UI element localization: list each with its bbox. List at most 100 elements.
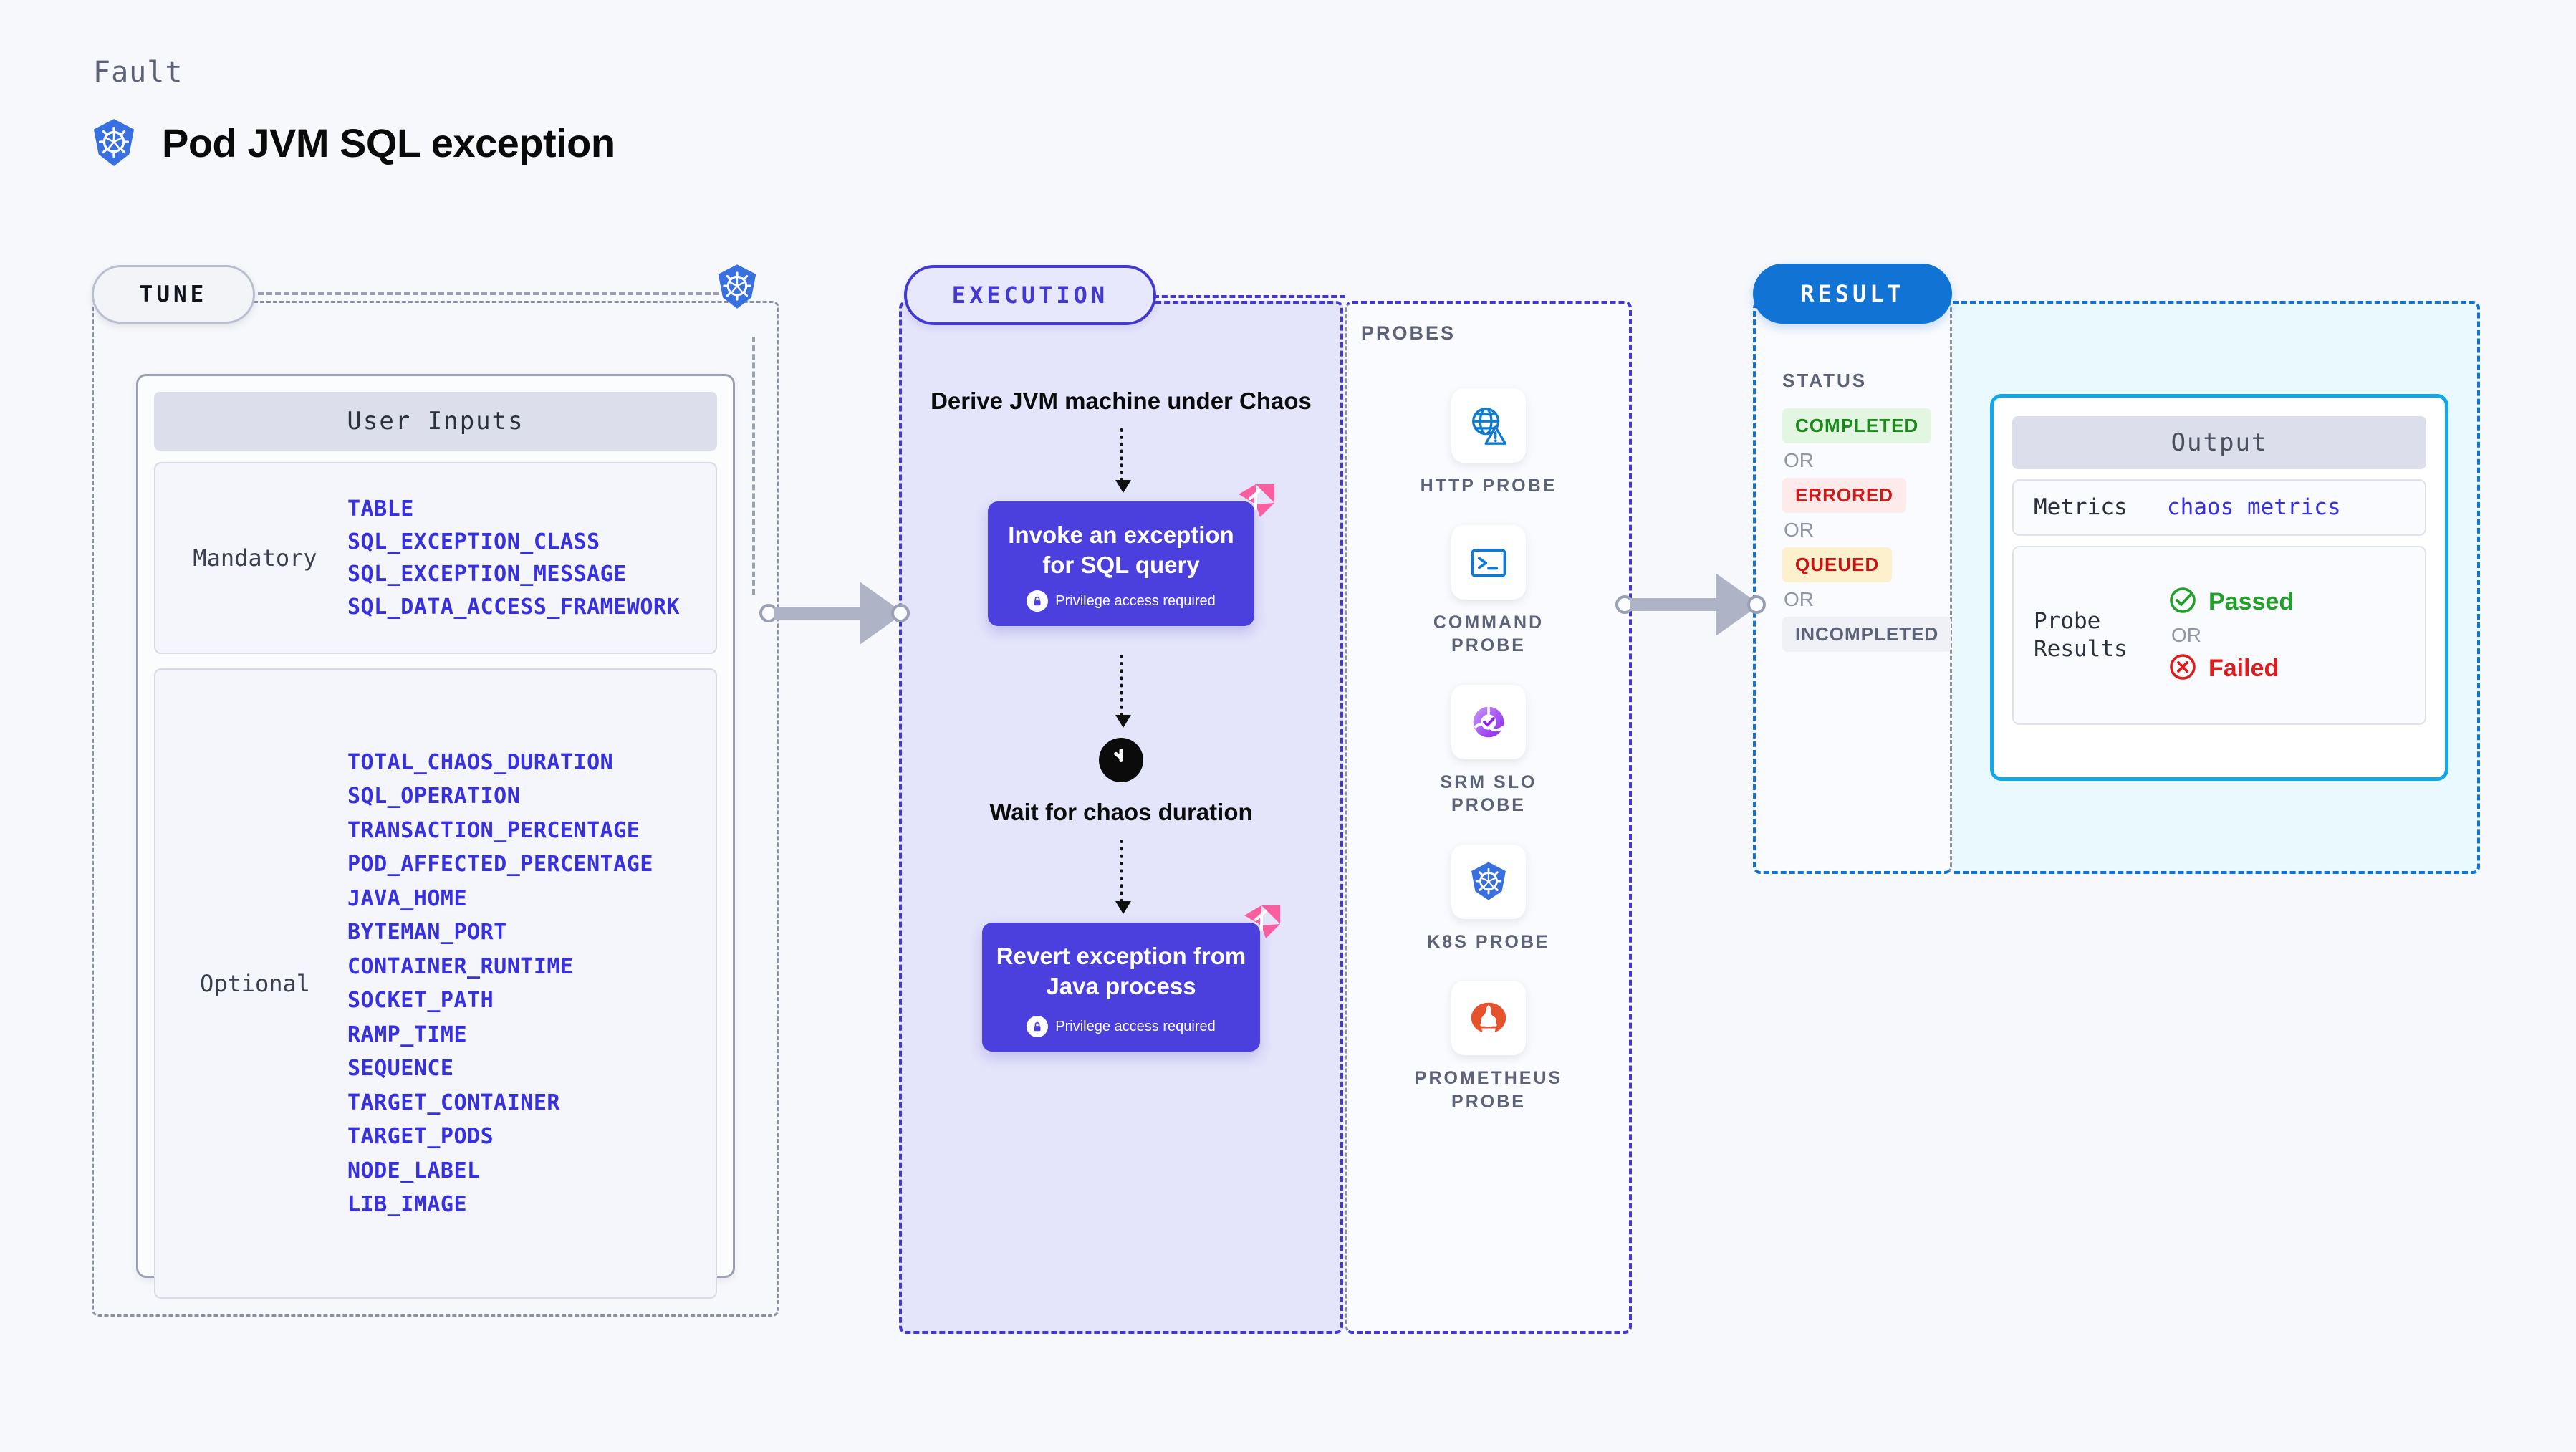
input-variable[interactable]: POD_AFFECTED_PERCENTAGE — [347, 852, 653, 877]
chaos-badge-icon — [1234, 480, 1277, 523]
metrics-value[interactable]: chaos metrics — [2167, 494, 2341, 521]
input-variable[interactable]: SQL_DATA_ACCESS_FRAMEWORK — [347, 594, 681, 620]
lock-icon — [1027, 590, 1049, 612]
result-panel-border — [1753, 301, 1952, 874]
input-variable[interactable]: SQL_EXCEPTION_MESSAGE — [347, 562, 627, 587]
invoke-exception-title: Invoke an exception for SQL query — [1008, 521, 1234, 578]
flow-arrow-2 — [1115, 655, 1131, 729]
privilege-note: Privilege access required — [1055, 1018, 1216, 1034]
probe-item-command[interactable]: COMMAND PROBE — [1403, 524, 1575, 658]
input-variable[interactable]: BYTEMAN_PORT — [347, 920, 507, 945]
tune-panel: User Inputs Mandatory TABLE SQL_EXCEPTIO… — [92, 301, 779, 1317]
input-variable[interactable]: TARGET_PODS — [347, 1124, 494, 1149]
connector-shaft — [1630, 598, 1723, 611]
probe-result-passed: Passed — [2167, 585, 2294, 620]
user-inputs-title: User Inputs — [154, 392, 717, 451]
privilege-note: Privilege access required — [1055, 592, 1216, 609]
privilege-row: Privilege access required — [999, 590, 1243, 612]
optional-inputs-group: Optional TOTAL_CHAOS_DURATION SQL_OPERAT… — [154, 668, 717, 1299]
probes-section-title: PROBES — [1361, 322, 1456, 344]
tune-panel-tag[interactable]: TUNE — [92, 265, 255, 324]
input-variable[interactable]: JAVA_HOME — [347, 885, 468, 911]
status-badge: QUEUED — [1782, 547, 1893, 582]
input-variable[interactable]: SQL_OPERATION — [347, 784, 521, 809]
output-title: Output — [2012, 416, 2426, 469]
failed-label: Failed — [2209, 654, 2279, 682]
mandatory-inputs-group: Mandatory TABLE SQL_EXCEPTION_CLASS SQL_… — [154, 462, 717, 654]
kubernetes-icon — [716, 264, 758, 313]
user-inputs-card: User Inputs Mandatory TABLE SQL_EXCEPTIO… — [136, 374, 735, 1299]
tune-k8s-drop-line — [752, 337, 755, 595]
page-title-row: Pod JVM SQL exception — [92, 118, 615, 167]
invoke-exception-action[interactable]: Invoke an exception for SQL query Privil… — [988, 484, 1274, 627]
check-circle-icon — [2167, 585, 2198, 620]
input-variable[interactable]: SEQUENCE — [347, 1056, 454, 1081]
or-separator: OR — [1784, 588, 1814, 610]
optional-label: Optional — [199, 970, 311, 997]
probe-item-prometheus[interactable]: PROMETHEUS PROBE — [1403, 981, 1575, 1113]
input-variable[interactable]: RAMP_TIME — [347, 1021, 468, 1047]
probe-label: COMMAND PROBE — [1433, 612, 1544, 656]
probes-list: HTTP PROBE COMMAND PROBE — [1345, 388, 1632, 1113]
connector-shaft — [774, 607, 867, 620]
kubernetes-icon — [92, 118, 136, 167]
or-separator: OR — [2171, 623, 2201, 646]
input-variable[interactable]: NODE_LABEL — [347, 1158, 481, 1183]
status-badge: COMPLETED — [1782, 408, 1932, 443]
execution-dashed-connector — [1153, 295, 1345, 298]
probe-item-http[interactable]: HTTP PROBE — [1421, 388, 1557, 498]
metrics-row: Metrics chaos metrics — [2012, 479, 2426, 536]
srm-slo-icon — [1451, 684, 1526, 759]
flow-arrow-3 — [1115, 839, 1131, 914]
status-section-title: STATUS — [1782, 370, 1868, 391]
status-badge: ERRORED — [1782, 478, 1907, 513]
probe-label: K8S PROBE — [1427, 931, 1550, 952]
probe-result-failed: Failed — [2167, 651, 2294, 686]
probe-label: PROMETHEUS PROBE — [1414, 1068, 1563, 1112]
input-variable[interactable]: TABLE — [347, 496, 414, 521]
chaos-badge-icon — [1240, 901, 1283, 944]
input-variable[interactable]: TRANSACTION_PERCENTAGE — [347, 817, 640, 843]
kubernetes-icon — [1451, 844, 1526, 919]
or-separator: OR — [1784, 449, 1814, 471]
probe-item-k8s[interactable]: K8S PROBE — [1427, 844, 1550, 954]
input-variable[interactable]: LIB_IMAGE — [347, 1192, 468, 1217]
mandatory-label: Mandatory — [193, 544, 317, 572]
result-panel-tag[interactable]: RESULT — [1753, 264, 1952, 324]
or-separator: OR — [1784, 519, 1814, 541]
connector-dot — [1747, 595, 1766, 614]
x-circle-icon — [2167, 651, 2198, 686]
revert-exception-action[interactable]: Revert exception from Java process Privi… — [982, 905, 1280, 1052]
probe-results-values: Passed OR Failed — [2167, 585, 2294, 686]
passed-label: Passed — [2209, 587, 2294, 615]
connector-dot — [891, 604, 910, 622]
page-title: Pod JVM SQL exception — [162, 120, 615, 165]
tune-dashed-connector — [258, 292, 745, 295]
execution-panel: Derive JVM machine under Chaos Invoke an… — [899, 301, 1343, 1334]
metrics-label: Metrics — [2034, 494, 2128, 520]
execution-flow: Derive JVM machine under Chaos Invoke an… — [899, 385, 1343, 1052]
status-badge: INCOMPLETED — [1782, 617, 1952, 652]
clock-icon — [1099, 738, 1143, 783]
probes-panel-border — [1345, 301, 1632, 1334]
probe-item-srm-slo[interactable]: SRM SLO PROBE — [1403, 684, 1575, 817]
input-variable[interactable]: TOTAL_CHAOS_DURATION — [347, 749, 614, 775]
input-variable[interactable]: SOCKET_PATH — [347, 988, 494, 1013]
execution-panel-tag[interactable]: EXECUTION — [904, 265, 1156, 325]
status-list: COMPLETED OR ERRORED OR QUEUED OR INCOMP… — [1782, 408, 1952, 652]
probes-panel: HTTP PROBE COMMAND PROBE — [1345, 301, 1632, 1334]
wait-step-label: Wait for chaos duration — [989, 799, 1253, 826]
probe-results-label: Probe Results — [2034, 608, 2128, 662]
lock-icon — [1027, 1016, 1049, 1038]
prometheus-icon — [1451, 981, 1526, 1055]
connector-tune-to-execution — [759, 580, 910, 646]
input-variable[interactable]: CONTAINER_RUNTIME — [347, 953, 574, 979]
connector-execution-to-result — [1615, 572, 1766, 638]
probe-label: HTTP PROBE — [1420, 476, 1557, 496]
flow-arrow-1 — [1115, 428, 1131, 493]
probe-label: SRM SLO PROBE — [1440, 771, 1537, 816]
input-variable[interactable]: SQL_EXCEPTION_CLASS — [347, 529, 600, 554]
result-panel — [1753, 301, 1952, 874]
input-variable[interactable]: TARGET_CONTAINER — [347, 1090, 560, 1115]
globe-warning-icon — [1451, 388, 1526, 463]
